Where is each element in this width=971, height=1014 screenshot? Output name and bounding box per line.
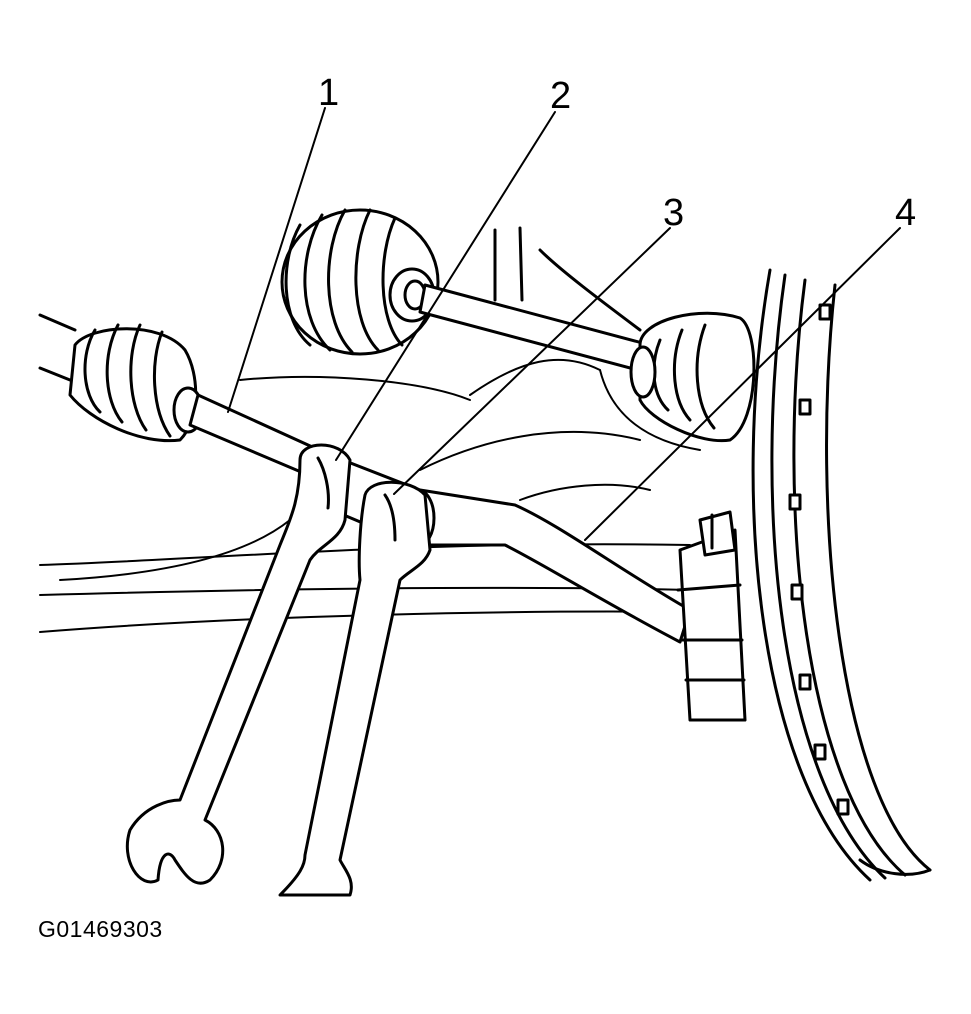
callout-label-3: 3	[663, 192, 684, 234]
callout-leaders	[227, 107, 901, 541]
callout-label-2: 2	[550, 75, 571, 117]
callout-leader-3	[393, 227, 671, 495]
wheel-rim	[751, 268, 932, 882]
rear-cv-boot	[280, 208, 440, 356]
tie-rod-end	[676, 510, 747, 722]
callout-label-1: 1	[318, 72, 339, 114]
front-cv-boot	[68, 323, 204, 443]
wrench-turning	[278, 480, 432, 897]
outer-cv-boot	[629, 311, 756, 443]
callout-leader-2	[335, 111, 556, 461]
callout-label-4: 4	[895, 192, 916, 234]
strut-lines	[493, 226, 642, 332]
callout-labels: 1 2 3 4	[318, 72, 916, 234]
wrench-holding	[125, 443, 352, 885]
figure-code: G01469303	[38, 916, 163, 942]
callout-leader-4	[584, 227, 901, 541]
callout-leader-1	[227, 107, 326, 413]
wheel-lug-marks	[788, 303, 850, 816]
